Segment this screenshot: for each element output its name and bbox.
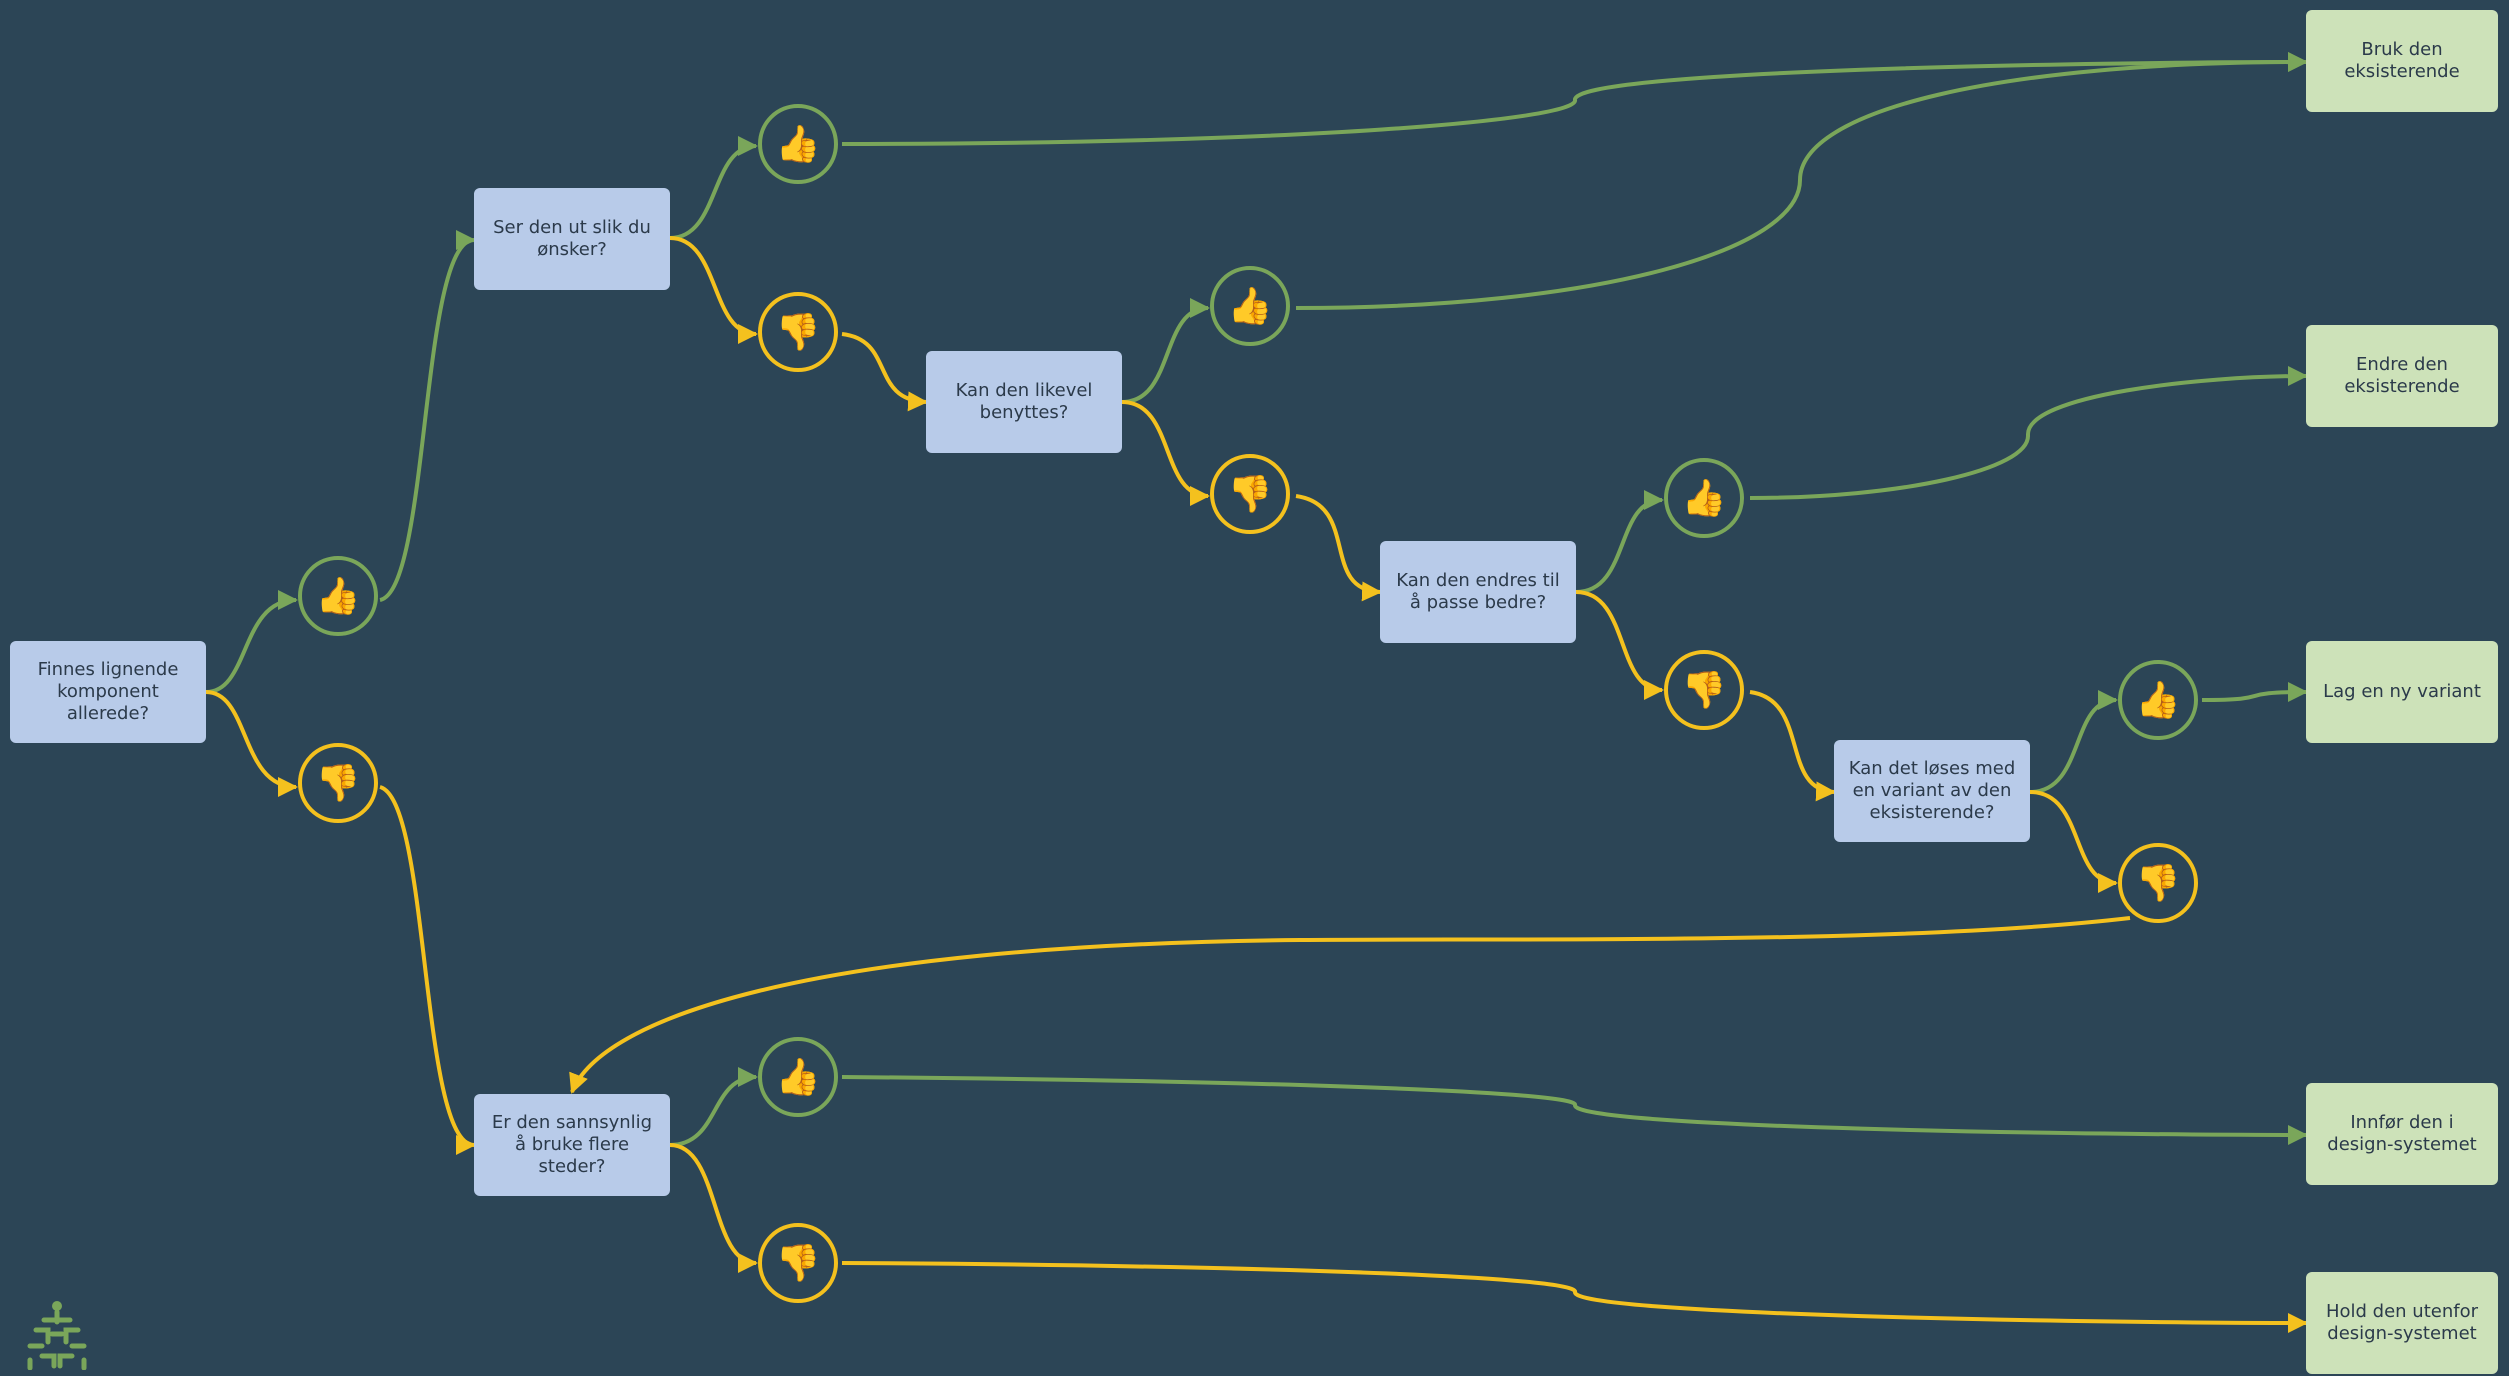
edge-q6-no: [669, 1143, 758, 1273]
edge-q5-yes: [2029, 690, 2118, 794]
edge-q1-yes: [205, 590, 298, 694]
design-system-logo: [27, 1301, 87, 1370]
question-can-be-modified: Kan den endres til å passe bedre?: [1380, 541, 1576, 643]
thumbs-down-icon: 👎: [298, 743, 378, 823]
thumbs-up-icon: 👍: [758, 1037, 838, 1117]
thumbs-down-icon: 👎: [1664, 650, 1744, 730]
question-solve-with-variant: Kan det løses med en variant av den eksi…: [1834, 740, 2030, 842]
edge-up1-q2: [379, 230, 476, 602]
edge-q6-yes: [669, 1067, 758, 1147]
thumbs-up-icon: 👍: [298, 556, 378, 636]
edge-up2-o1: [841, 52, 2308, 146]
edge-down2-q3: [841, 332, 928, 412]
edge-q1-no: [205, 690, 298, 797]
thumbs-up-icon: 👍: [1210, 266, 1290, 346]
edge-q3-no: [1121, 400, 1210, 506]
outcome-create-variant: Lag en ny variant: [2306, 641, 2498, 743]
edge-up5-o3: [2201, 682, 2308, 703]
edge-down4-q5: [1749, 690, 1836, 802]
edge-up6-o4: [841, 1075, 2308, 1145]
question-used-multiple-places: Er den sannsynlig å bruke flere steder?: [474, 1094, 670, 1196]
thumbs-up-icon: 👍: [758, 104, 838, 184]
edge-down6-o5: [841, 1261, 2308, 1333]
thumbs-down-icon: 👎: [758, 1223, 838, 1303]
edge-q4-no: [1575, 590, 1664, 700]
edge-q3-yes: [1121, 298, 1210, 404]
edge-down5-q6: [569, 916, 2131, 1094]
outcome-use-existing: Bruk den eksisterende: [2306, 10, 2498, 112]
thumbs-down-icon: 👎: [2118, 843, 2198, 923]
edge-q4-yes: [1575, 490, 1664, 594]
edge-q2-yes: [669, 136, 758, 240]
question-looks-as-wanted: Ser den ut slik du ønsker?: [474, 188, 670, 290]
outcome-modify-existing: Endre den eksisterende: [2306, 325, 2498, 427]
outcome-keep-outside-design-system: Hold den utenfor design-systemet: [2306, 1272, 2498, 1374]
thumbs-up-icon: 👍: [2118, 660, 2198, 740]
thumbs-down-icon: 👎: [758, 292, 838, 372]
thumbs-down-icon: 👎: [1210, 454, 1290, 534]
edge-down3-q4: [1295, 494, 1382, 602]
edge-up4-o2: [1749, 366, 2308, 500]
edge-q2-no: [669, 236, 758, 344]
outcome-introduce-to-design-system: Innfør den i design-systemet: [2306, 1083, 2498, 1185]
question-can-still-be-used: Kan den likevel benyttes?: [926, 351, 1122, 453]
thumbs-up-icon: 👍: [1664, 458, 1744, 538]
edge-q5-no: [2029, 790, 2118, 893]
edge-up3-o1: [1295, 52, 2308, 310]
question-component-exists: Finnes lignende komponent allerede?: [10, 641, 206, 743]
edge-down1-q6: [379, 785, 476, 1155]
